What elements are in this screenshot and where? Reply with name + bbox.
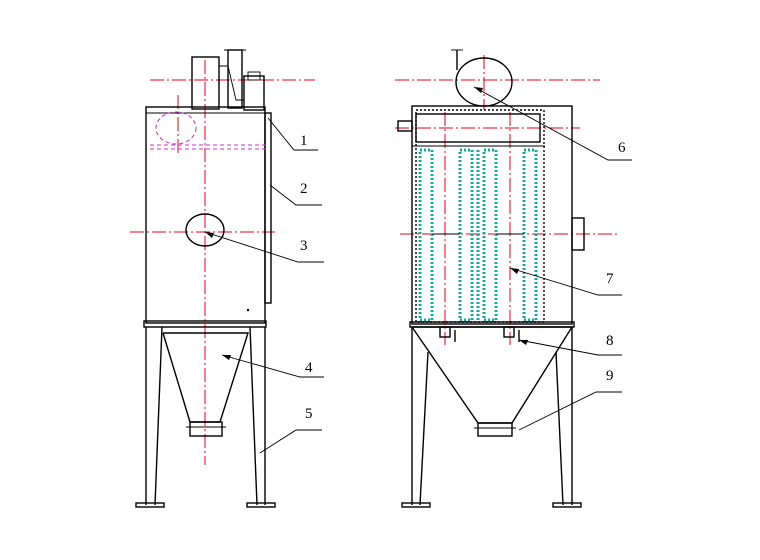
callout-5: 5 <box>305 406 313 422</box>
valve-box <box>243 75 265 111</box>
arrow-8 <box>519 340 528 345</box>
body-dot <box>246 308 250 312</box>
valve-box-cap <box>247 71 261 81</box>
outlet-transition <box>219 65 244 101</box>
leader-8 <box>518 339 622 356</box>
leader-1 <box>267 117 318 151</box>
section-body <box>411 105 573 325</box>
filter-bag-2-left <box>482 148 498 322</box>
leader-4 <box>221 354 324 378</box>
inlet-stub <box>397 120 413 132</box>
filter-bag-2-right <box>522 148 538 322</box>
section-leg-right-inner <box>555 351 564 506</box>
side-discharge <box>189 421 223 437</box>
callout-4: 4 <box>305 360 313 376</box>
callout-9: 9 <box>606 368 614 384</box>
pulse-pipe <box>227 49 243 109</box>
side-foot-left <box>135 502 165 508</box>
header-pipe <box>415 113 541 143</box>
arrow-4 <box>222 355 231 360</box>
section-discharge <box>477 422 513 437</box>
inspection-port <box>185 213 225 247</box>
callout-2: 2 <box>300 181 308 197</box>
filter-bag-1-left <box>418 148 434 322</box>
callout-labels: 1 2 3 4 5 6 7 8 9 <box>300 133 626 422</box>
side-door <box>264 112 272 304</box>
side-leg-right-inner <box>249 326 258 506</box>
leader-2 <box>269 184 322 206</box>
arrow-3 <box>205 232 214 238</box>
section-view <box>395 49 632 508</box>
leader-7 <box>509 267 622 296</box>
inlet-hidden-circle <box>155 111 197 145</box>
callout-7: 7 <box>606 271 614 287</box>
section-foot-left <box>401 502 431 508</box>
arrow-6 <box>474 87 483 93</box>
side-base-flange <box>143 320 267 328</box>
valve-2 <box>503 326 515 338</box>
arrow-7 <box>510 268 519 274</box>
leader-5 <box>259 429 322 454</box>
callout-3: 3 <box>300 238 308 254</box>
side-access-port <box>571 217 585 251</box>
filter-bag-1-right <box>458 148 474 322</box>
leader-6 <box>473 86 632 161</box>
section-foot-right <box>552 502 582 508</box>
leader-9 <box>518 391 622 431</box>
callout-6: 6 <box>618 140 626 156</box>
leader-3 <box>204 231 324 263</box>
callout-1: 1 <box>300 133 308 149</box>
section-leg-left-inner <box>419 351 429 506</box>
side-foot-right <box>246 502 276 508</box>
section-hopper <box>411 326 574 424</box>
side-view <box>130 49 324 508</box>
side-leg-left-inner <box>154 326 163 506</box>
outlet-duct <box>191 56 220 110</box>
callout-8: 8 <box>606 333 614 349</box>
